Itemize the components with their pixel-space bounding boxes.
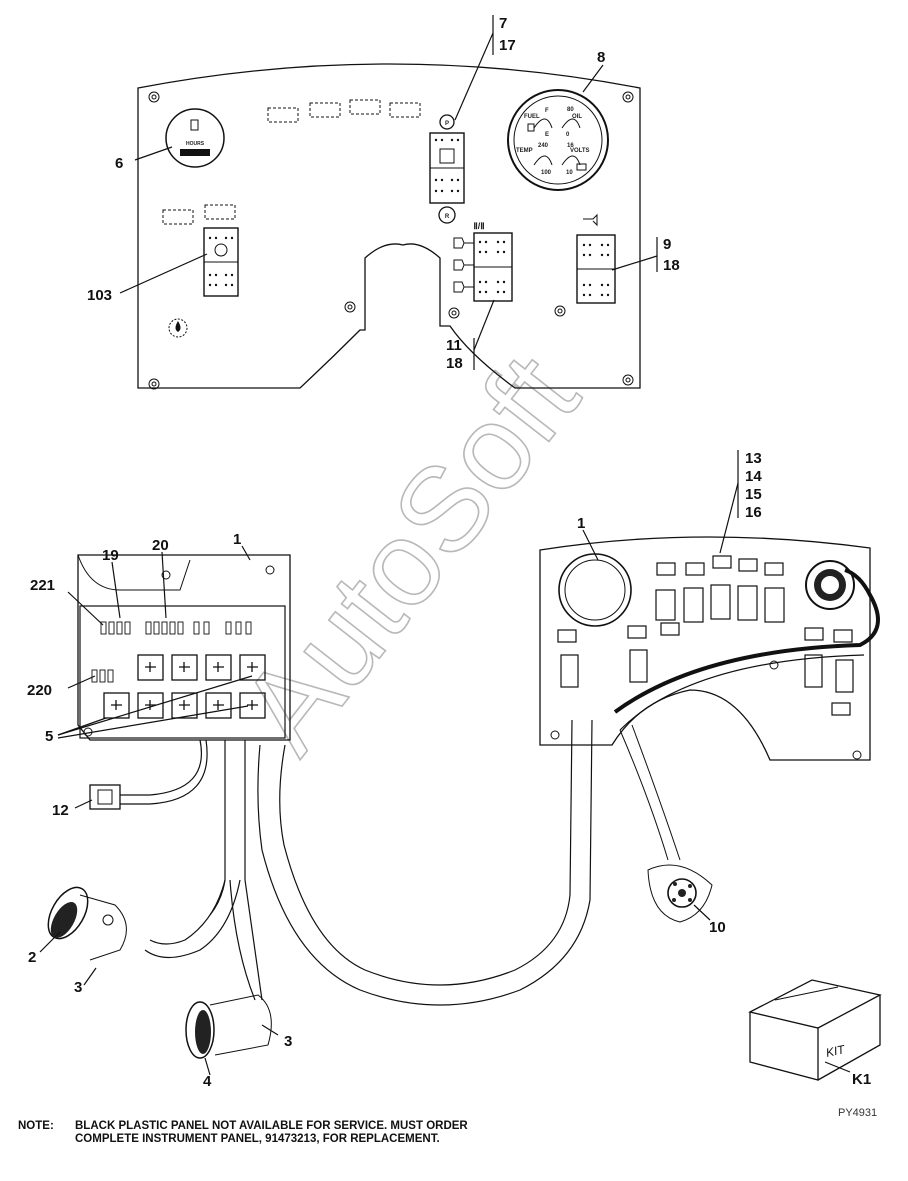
callout-4: 4 xyxy=(203,1073,212,1090)
callout-220: 220 xyxy=(27,682,52,699)
svg-text:100: 100 xyxy=(541,170,552,176)
reference-code: PY4931 xyxy=(838,1107,877,1119)
callout-12: 12 xyxy=(52,802,69,819)
park-brake-switch: P R xyxy=(429,114,465,224)
connector-12 xyxy=(89,784,121,810)
callout-k1: K1 xyxy=(852,1071,871,1088)
harness-left xyxy=(120,719,593,1006)
switch-103 xyxy=(203,227,239,297)
callout-labels: 7 17 8 6 103 9 18 11 18 13 14 15 16 1 1 … xyxy=(27,15,871,1090)
connector-10 xyxy=(647,864,713,923)
callout-2: 2 xyxy=(28,949,36,966)
rear-switch-blocks xyxy=(557,555,854,716)
watermark: AutoSoft xyxy=(215,331,604,776)
callout-5: 5 xyxy=(45,728,53,745)
callout-18-lower: 18 xyxy=(446,355,463,372)
fuse-blocks xyxy=(91,621,252,683)
callout-103: 103 xyxy=(87,287,112,304)
rear-instrument-panel xyxy=(539,536,880,923)
connector-4 xyxy=(185,994,272,1059)
callout-17: 17 xyxy=(499,37,516,54)
hours-label: HOURS xyxy=(186,141,205,147)
callout-3-left: 3 xyxy=(74,979,82,996)
callout-16: 16 xyxy=(745,504,762,521)
callout-221: 221 xyxy=(30,577,55,594)
rear-harness xyxy=(613,568,880,714)
callout-1-right: 1 xyxy=(577,515,585,532)
svg-text:Ⅱ/Ⅱ: Ⅱ/Ⅱ xyxy=(473,221,484,231)
svg-text:E: E xyxy=(545,132,549,138)
svg-text:0: 0 xyxy=(566,132,570,138)
kit-label: KIT xyxy=(825,1042,848,1060)
callout-6: 6 xyxy=(115,155,123,172)
svg-text:P: P xyxy=(445,121,449,127)
relay-fuse-panel xyxy=(47,554,593,1059)
callout-20: 20 xyxy=(152,537,169,554)
callout-19: 19 xyxy=(102,547,119,564)
top-instrument-panel: HOURS P R xyxy=(119,15,658,390)
kit-box: KIT xyxy=(748,979,882,1081)
relays xyxy=(103,654,266,719)
engine-heater-icon xyxy=(168,318,188,338)
light-switch: Ⅱ/Ⅱ xyxy=(453,221,513,302)
callout-10: 10 xyxy=(709,919,726,936)
svg-text:VOLTS: VOLTS xyxy=(570,148,590,154)
connector-2 xyxy=(47,886,127,961)
callout-15: 15 xyxy=(745,486,762,503)
svg-text:10: 10 xyxy=(566,170,573,176)
svg-text:F: F xyxy=(545,108,549,114)
top-leader-lines xyxy=(119,15,658,370)
callout-8: 8 xyxy=(597,49,605,66)
blank-switch-openings xyxy=(162,99,421,225)
horn-switch xyxy=(576,213,616,304)
callout-11: 11 xyxy=(446,337,462,354)
callout-14: 14 xyxy=(745,468,762,485)
callout-9: 9 xyxy=(663,236,671,253)
callout-7: 7 xyxy=(499,15,507,32)
svg-text:240: 240 xyxy=(538,143,549,149)
lower-leader-lines xyxy=(39,450,851,1076)
note-text: BLACK PLASTIC PANEL NOT AVAILABLE FOR SE… xyxy=(75,1120,468,1145)
svg-text:FUEL: FUEL xyxy=(524,114,540,120)
callout-1-left: 1 xyxy=(233,531,241,548)
callout-13: 13 xyxy=(745,450,762,467)
note-label: NOTE: xyxy=(18,1120,54,1132)
callout-18-upper: 18 xyxy=(663,257,680,274)
svg-text:16: 16 xyxy=(567,143,574,149)
callout-3-right: 3 xyxy=(284,1033,292,1050)
svg-text:80: 80 xyxy=(567,107,574,113)
svg-text:OIL: OIL xyxy=(572,114,582,120)
gauge-cluster: FUEL OIL TEMP VOLTS F E 80 0 240 100 16 … xyxy=(507,89,609,191)
svg-text:TEMP: TEMP xyxy=(516,148,533,154)
key-switch xyxy=(805,560,855,610)
panel-screws xyxy=(148,91,634,390)
svg-text:R: R xyxy=(445,214,450,220)
hour-meter: HOURS xyxy=(165,108,225,168)
service-note: NOTE: BLACK PLASTIC PANEL NOT AVAILABLE F… xyxy=(18,1120,658,1146)
